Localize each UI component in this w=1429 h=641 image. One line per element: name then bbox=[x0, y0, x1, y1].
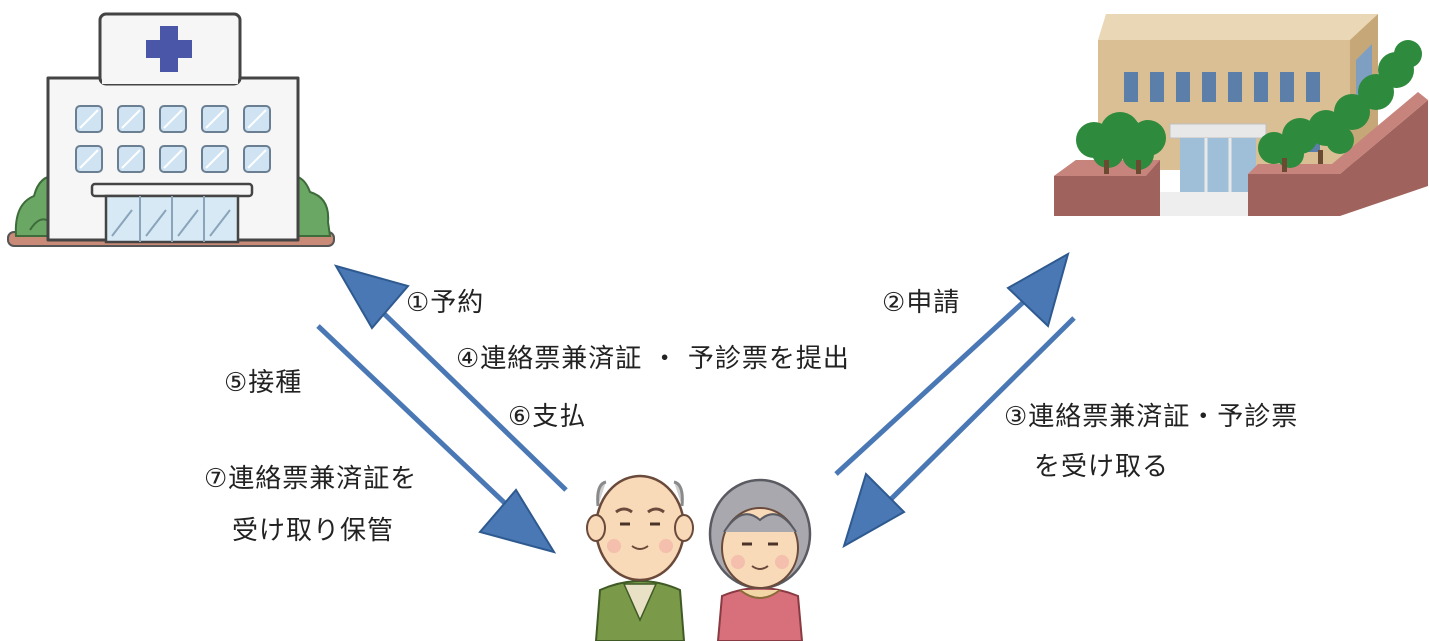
step-7-label-line1: ⑦連絡票兼済証を bbox=[204, 464, 418, 494]
arrow-person-to-hospital bbox=[333, 264, 568, 492]
step-1-label: ①予約 bbox=[406, 288, 485, 318]
step-4-label: ④連絡票兼済証 ・ 予診票を提出 bbox=[456, 344, 850, 374]
step-3-label-line1: ③連絡票兼済証・予診票 bbox=[1004, 402, 1299, 432]
step-2-label: ②申請 bbox=[882, 288, 961, 318]
hospital-icon bbox=[7, 12, 335, 247]
arrow-office-to-person bbox=[842, 316, 1076, 549]
step-5-label: ⑤接種 bbox=[224, 368, 303, 398]
city-office-icon bbox=[1054, 14, 1428, 216]
step-6-label: ⑥支払 bbox=[508, 402, 587, 432]
step-7-label-line2: 受け取り保管 bbox=[232, 516, 395, 546]
arrow-hospital-to-person bbox=[316, 324, 557, 554]
elderly-couple-icon bbox=[586, 474, 812, 641]
step-3-label-line2: を受け取る bbox=[1034, 452, 1170, 482]
arrow-person-to-office bbox=[834, 251, 1070, 476]
